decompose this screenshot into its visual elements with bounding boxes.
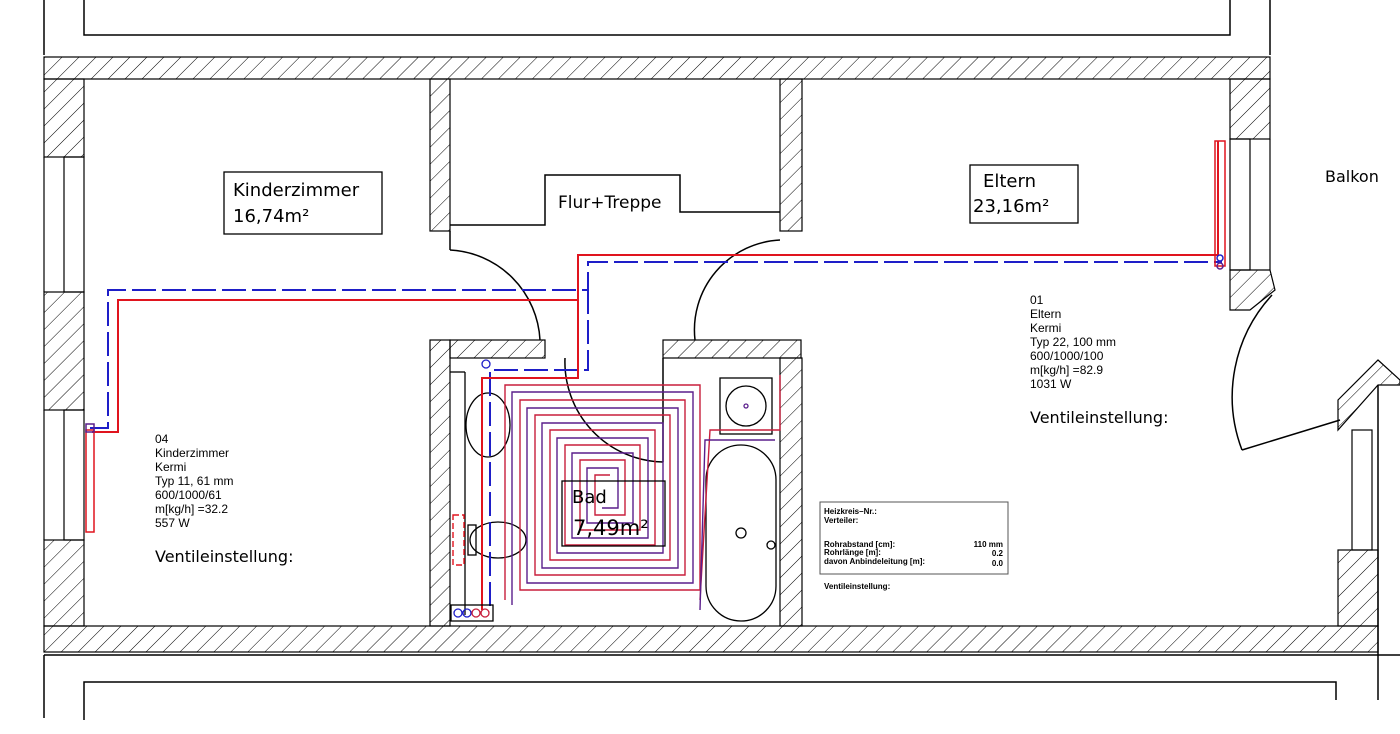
radiator-kinderzimmer-line: m[kg/h] =32.2 (155, 502, 228, 516)
room-bad-area: 7,49m² (573, 516, 649, 540)
radiator-eltern-line: Kermi (1030, 321, 1061, 335)
room-kinderzimmer-name: Kinderzimmer (233, 180, 360, 201)
radiator-eltern-valve: Ventileinstellung: (1030, 408, 1168, 427)
walls (43, 56, 1400, 653)
pipe-length-value: 0.2 (992, 549, 1004, 558)
floor-heating-coils (504, 375, 781, 611)
radiator-eltern-line: 600/1000/100 (1030, 349, 1104, 363)
connection-length-label: davon Anbindeleitung [m]: (824, 557, 925, 566)
room-eltern-area: 23,16m² (973, 196, 1049, 217)
room-eltern-name: Eltern (983, 171, 1036, 192)
return-pipe (90, 261, 1222, 610)
radiator-info-eltern: 01 Eltern Kermi Typ 22, 100 mm 600/1000/… (1030, 293, 1168, 427)
room-label-boxes (223, 164, 1079, 547)
circuit-number-label: Heizkreis–Nr.: (824, 507, 877, 516)
radiator-kinderzimmer-line: 557 W (155, 516, 190, 530)
radiator-info-kinderzimmer: 04 Kinderzimmer Kermi Typ 11, 61 mm 600/… (155, 432, 293, 566)
windows (43, 138, 1373, 551)
building-outline (43, 0, 1400, 720)
pipe-spacing-label: Rohrabstand [cm]: (824, 540, 895, 549)
radiator-eltern (1214, 140, 1226, 270)
room-balkon-name: Balkon (1325, 167, 1379, 186)
doors (449, 174, 1341, 463)
room-flur-name: Flur+Treppe (558, 193, 662, 213)
radiator-eltern-line: m[kg/h] =82.9 (1030, 363, 1103, 377)
heating-circuit-box: Heizkreis–Nr.: Verteiler: Rohrabstand [c… (819, 501, 1009, 591)
pipe-spacing-value: 110 mm (974, 540, 1003, 549)
radiator-kinderzimmer-line: 600/1000/61 (155, 488, 222, 502)
radiator-eltern-line: 1031 W (1030, 377, 1072, 391)
radiator-eltern-line: Typ 22, 100 mm (1030, 335, 1116, 349)
pipe-length-label: Rohrlänge [m]: (824, 548, 881, 557)
radiator-kinderzimmer-line: Kermi (155, 460, 186, 474)
connection-length-value: 0.0 (992, 559, 1004, 568)
radiator-kinderzimmer (85, 423, 95, 533)
radiator-eltern-line: 01 (1030, 293, 1044, 307)
radiator-bad (452, 514, 465, 566)
radiator-kinderzimmer-line: Typ 11, 61 mm (155, 474, 233, 488)
distributor-label: Verteiler: (824, 516, 858, 525)
radiator-kinderzimmer-line: 04 (155, 432, 169, 446)
room-bad-name: Bad (572, 487, 607, 508)
radiator-kinderzimmer-line: Kinderzimmer (155, 446, 229, 460)
circuit-valve-label: Ventileinstellung: (824, 582, 890, 591)
manifold (450, 359, 749, 622)
bath-fixtures (450, 371, 777, 622)
radiator-kinderzimmer-valve: Ventileinstellung: (155, 547, 293, 566)
radiator-eltern-line: Eltern (1030, 307, 1061, 321)
room-kinderzimmer-area: 16,74m² (233, 206, 309, 227)
